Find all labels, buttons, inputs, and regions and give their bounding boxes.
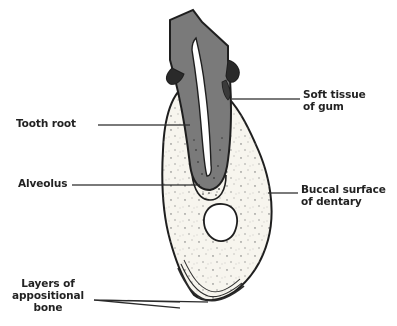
label-soft-tissue-line2: of gum bbox=[303, 101, 366, 113]
label-layers-line3: bone bbox=[12, 302, 84, 314]
label-soft-tissue-line1: Soft tissue bbox=[303, 89, 366, 101]
label-buccal-surface-of-dentary: Buccal surface of dentary bbox=[301, 184, 386, 208]
label-soft-tissue-of-gum: Soft tissue of gum bbox=[303, 89, 366, 113]
label-layers-line2: appositional bbox=[12, 290, 84, 302]
label-alveolus: Alveolus bbox=[18, 178, 67, 190]
label-layers-appositional-bone: Layers of appositional bone bbox=[12, 278, 84, 314]
gum-tissue-right bbox=[226, 60, 239, 82]
label-buccal-line2: of dentary bbox=[301, 196, 386, 208]
mandibular-canal bbox=[204, 204, 237, 241]
label-layers-line1: Layers of bbox=[12, 278, 84, 290]
label-buccal-line1: Buccal surface bbox=[301, 184, 386, 196]
label-tooth-root: Tooth root bbox=[16, 118, 76, 130]
